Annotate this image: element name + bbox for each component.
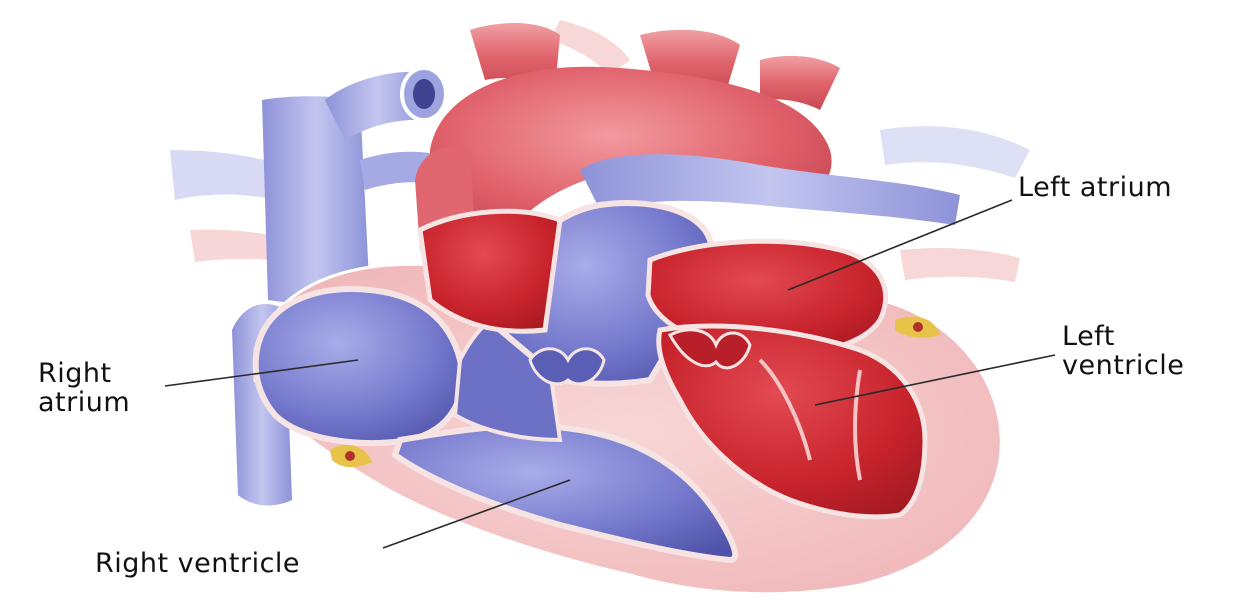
label-right-atrium-line1: Right	[38, 358, 112, 389]
right-atrium	[256, 289, 462, 443]
label-right-ventricle: Right ventricle	[95, 548, 300, 579]
label-right-atrium-line2: atrium	[38, 387, 130, 418]
label-left-ventricle-line2: ventricle	[1062, 350, 1184, 381]
label-left-atrium: Left atrium	[1018, 172, 1172, 203]
label-left-ventricle-line1: Left	[1062, 321, 1115, 352]
